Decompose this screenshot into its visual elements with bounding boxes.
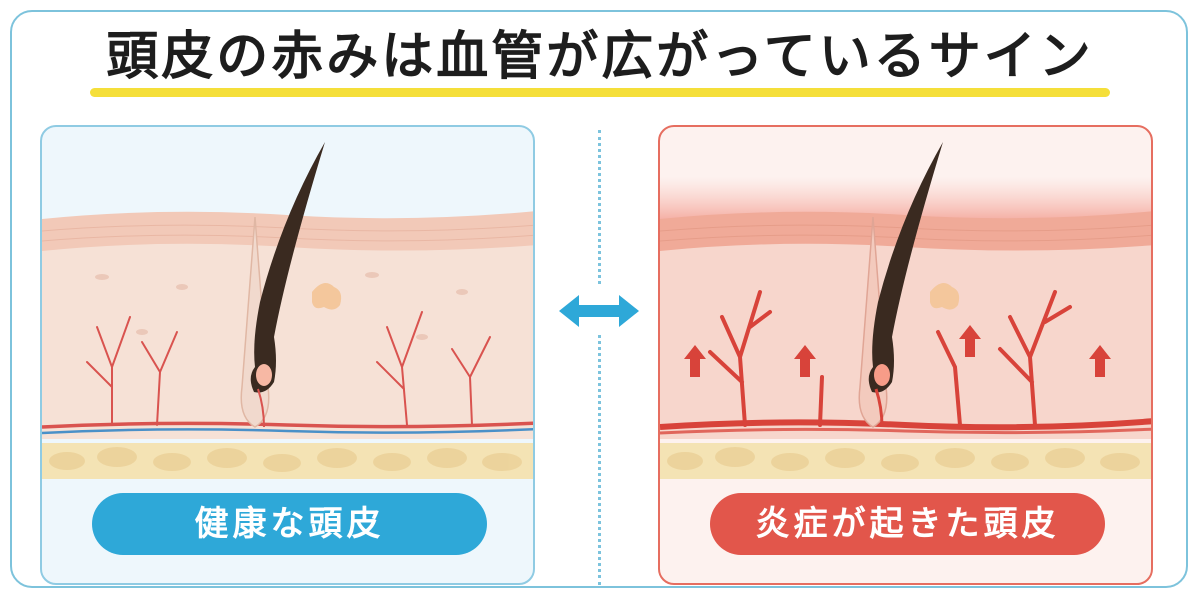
inflamed-scalp-label: 炎症が起きた頭皮 [710,493,1105,555]
inflamed-skin-illustration [660,142,1151,479]
panel-healthy-scalp: 健康な頭皮 [40,125,535,585]
healthy-skin-illustration [42,142,533,479]
double-arrow-icon [549,287,649,335]
panel-inflamed-scalp: 炎症が起きた頭皮 [658,125,1153,585]
healthy-scalp-label: 健康な頭皮 [92,493,487,555]
center-divider [598,130,601,585]
title-highlight [90,88,1110,97]
page-title: 頭皮の赤みは血管が広がっているサイン [106,27,1094,87]
